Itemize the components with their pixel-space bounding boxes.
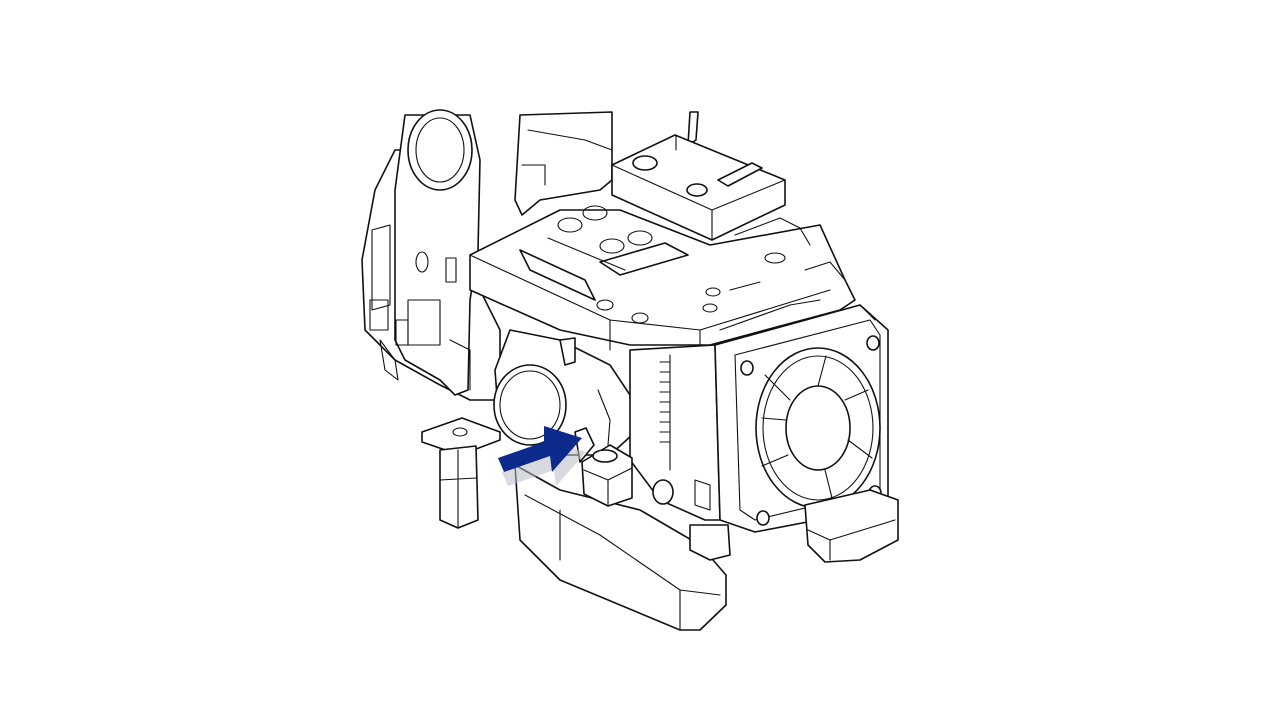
extruder-motor-hub <box>493 329 633 456</box>
extruder-body-back <box>514 111 699 216</box>
filament-sensor-cover <box>611 134 786 241</box>
pinda-probe <box>421 417 501 529</box>
top-mounting-block <box>469 205 856 351</box>
hotend-fan <box>755 347 881 509</box>
fan-shroud-foot <box>804 489 899 563</box>
extruder-frame <box>361 109 501 401</box>
heater-block <box>652 479 731 561</box>
heatsink <box>629 344 721 521</box>
arrow-icon <box>498 426 586 486</box>
